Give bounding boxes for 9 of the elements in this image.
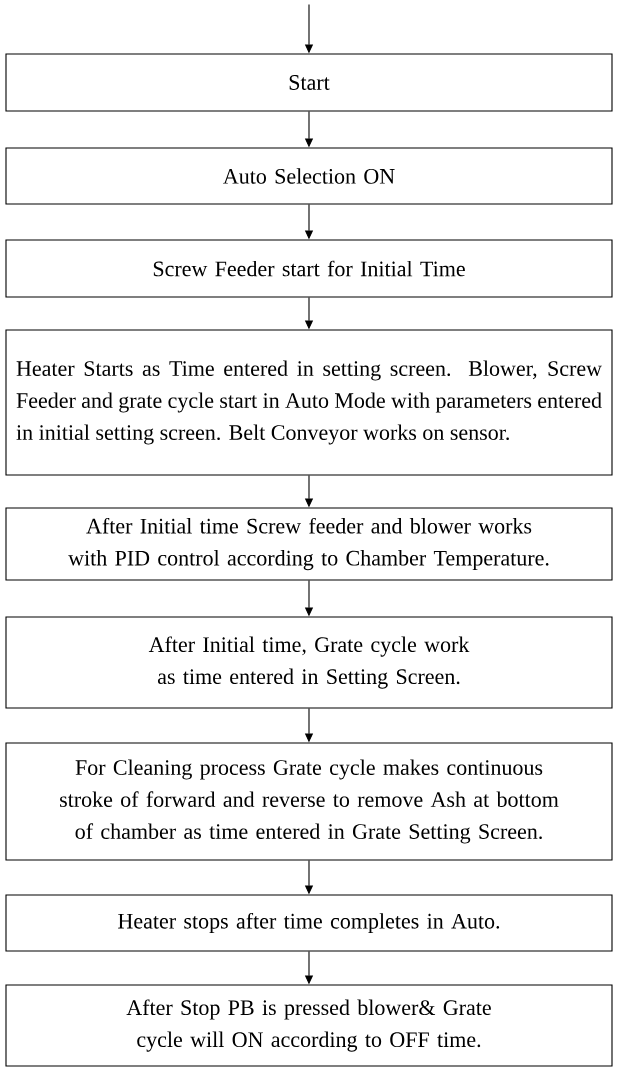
process-box: After Initial time Screw feeder and blower works with PID control according to Chamber Temperature.: [5, 507, 613, 581]
process-box: After Stop PB is pressed blower& Grate cycle will ON according to OFF time.: [5, 984, 613, 1067]
process-box: Heater Starts as Time entered in setting screen. Blower, Screw Feeder and grate cycle start in Auto Mode with parameters entered in initial setting screen. Belt Conveyor works on sensor.: [5, 329, 613, 476]
process-box: Start: [5, 53, 613, 112]
process-box: After Initial time, Grate cycle work as time entered in Setting Screen.: [5, 616, 613, 709]
process-box: Screw Feeder start for Initial Time: [5, 239, 613, 298]
process-box: For Cleaning process Grate cycle makes continuous stroke of forward and reverse to remove Ash at bottom of chamber as time entered in Grate Setting Screen.: [5, 742, 613, 861]
process-box: Auto Selection ON: [5, 147, 613, 205]
process-box: Heater stops after time completes in Auto.: [5, 894, 613, 952]
